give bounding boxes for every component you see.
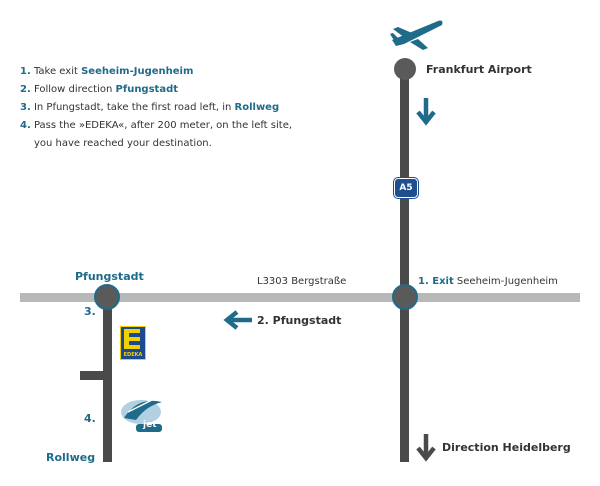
instruction-highlight: Rollweg — [234, 102, 280, 113]
l3303-road — [20, 293, 580, 302]
exit-name: Seeheim-Jugenheim — [456, 276, 558, 287]
rollweg-label: Rollweg — [46, 451, 96, 464]
step-2-pfungstadt-label: 2. Pfungstadt — [257, 314, 342, 327]
instruction-number: 4. — [20, 120, 31, 131]
arrow-left-icon — [223, 310, 252, 330]
instruction-text: Follow direction — [33, 84, 116, 95]
exit-label: 1. Exit Seeheim-Jugenheim — [418, 276, 558, 287]
instruction-3: 3. In Pfungstadt, take the first road le… — [20, 102, 279, 113]
step-3-label: 3. — [84, 305, 96, 318]
instruction-number: 2. — [20, 84, 31, 95]
arrow-down-icon — [416, 98, 436, 126]
instruction-text: Pass the »EDEKA«, after 200 meter, on th… — [33, 120, 293, 131]
a5-shield: A5 — [394, 178, 418, 198]
step-4-label: 4. — [84, 412, 96, 425]
instruction-highlight: Seeheim-Jugenheim — [81, 66, 194, 77]
instruction-text: In Pfungstadt, take the first road left,… — [33, 102, 235, 113]
instruction-number: 3. — [20, 102, 31, 113]
instruction-4: 4. Pass the »EDEKA«, after 200 meter, on… — [20, 120, 292, 131]
instruction-number: 1. — [20, 66, 31, 77]
exit-number: 1. Exit — [418, 276, 454, 287]
pfungstadt-label: Pfungstadt — [75, 270, 144, 283]
rollweg-road — [103, 298, 112, 462]
edeka-label: EDEKA — [123, 352, 143, 358]
instruction-2: 2. Follow direction Pfungstadt — [20, 84, 178, 95]
instruction-text: Take exit — [33, 66, 82, 77]
exit-junction-marker — [392, 284, 418, 310]
edeka-e-mark — [124, 329, 140, 349]
frankfurt-airport-label: Frankfurt Airport — [426, 63, 532, 76]
airplane-icon — [390, 20, 443, 50]
a5-highway — [400, 70, 409, 462]
side-street — [80, 371, 106, 380]
instruction-4-continued: you have reached your destination. — [34, 138, 212, 149]
jet-logo-text: jet — [143, 420, 157, 430]
instruction-1: 1. Take exit Seeheim-Jugenheim — [20, 66, 193, 77]
jet-logo — [121, 397, 162, 432]
frankfurt-airport-marker — [394, 58, 416, 80]
pfungstadt-junction-marker — [94, 284, 120, 310]
l3303-label: L3303 Bergstraße — [257, 276, 347, 287]
instruction-text: you have reached your destination. — [34, 138, 212, 149]
direction-heidelberg-label: Direction Heidelberg — [442, 441, 571, 454]
edeka-logo: EDEKA — [120, 326, 146, 360]
instruction-highlight: Pfungstadt — [115, 84, 179, 95]
arrow-down-heidelberg-icon — [416, 434, 436, 462]
